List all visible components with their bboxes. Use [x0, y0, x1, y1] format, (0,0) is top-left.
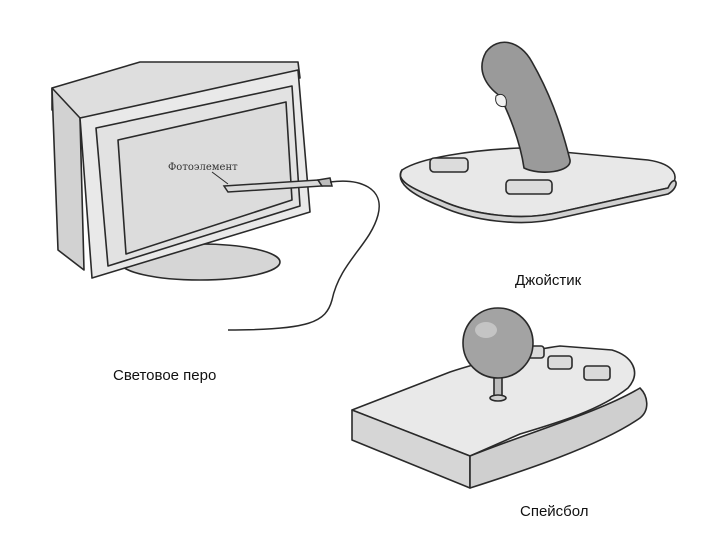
screen-label: Фотоэлемент — [168, 162, 238, 173]
joystick-icon — [399, 41, 677, 224]
monitor-icon — [51, 61, 311, 281]
spaceball-icon — [351, 307, 648, 489]
light-pen-icon — [222, 177, 380, 331]
joystick-caption: Джойстик — [515, 272, 582, 289]
spaceball-caption: Спейсбол — [520, 503, 589, 520]
light-pen-caption: Световое перо — [113, 367, 217, 384]
